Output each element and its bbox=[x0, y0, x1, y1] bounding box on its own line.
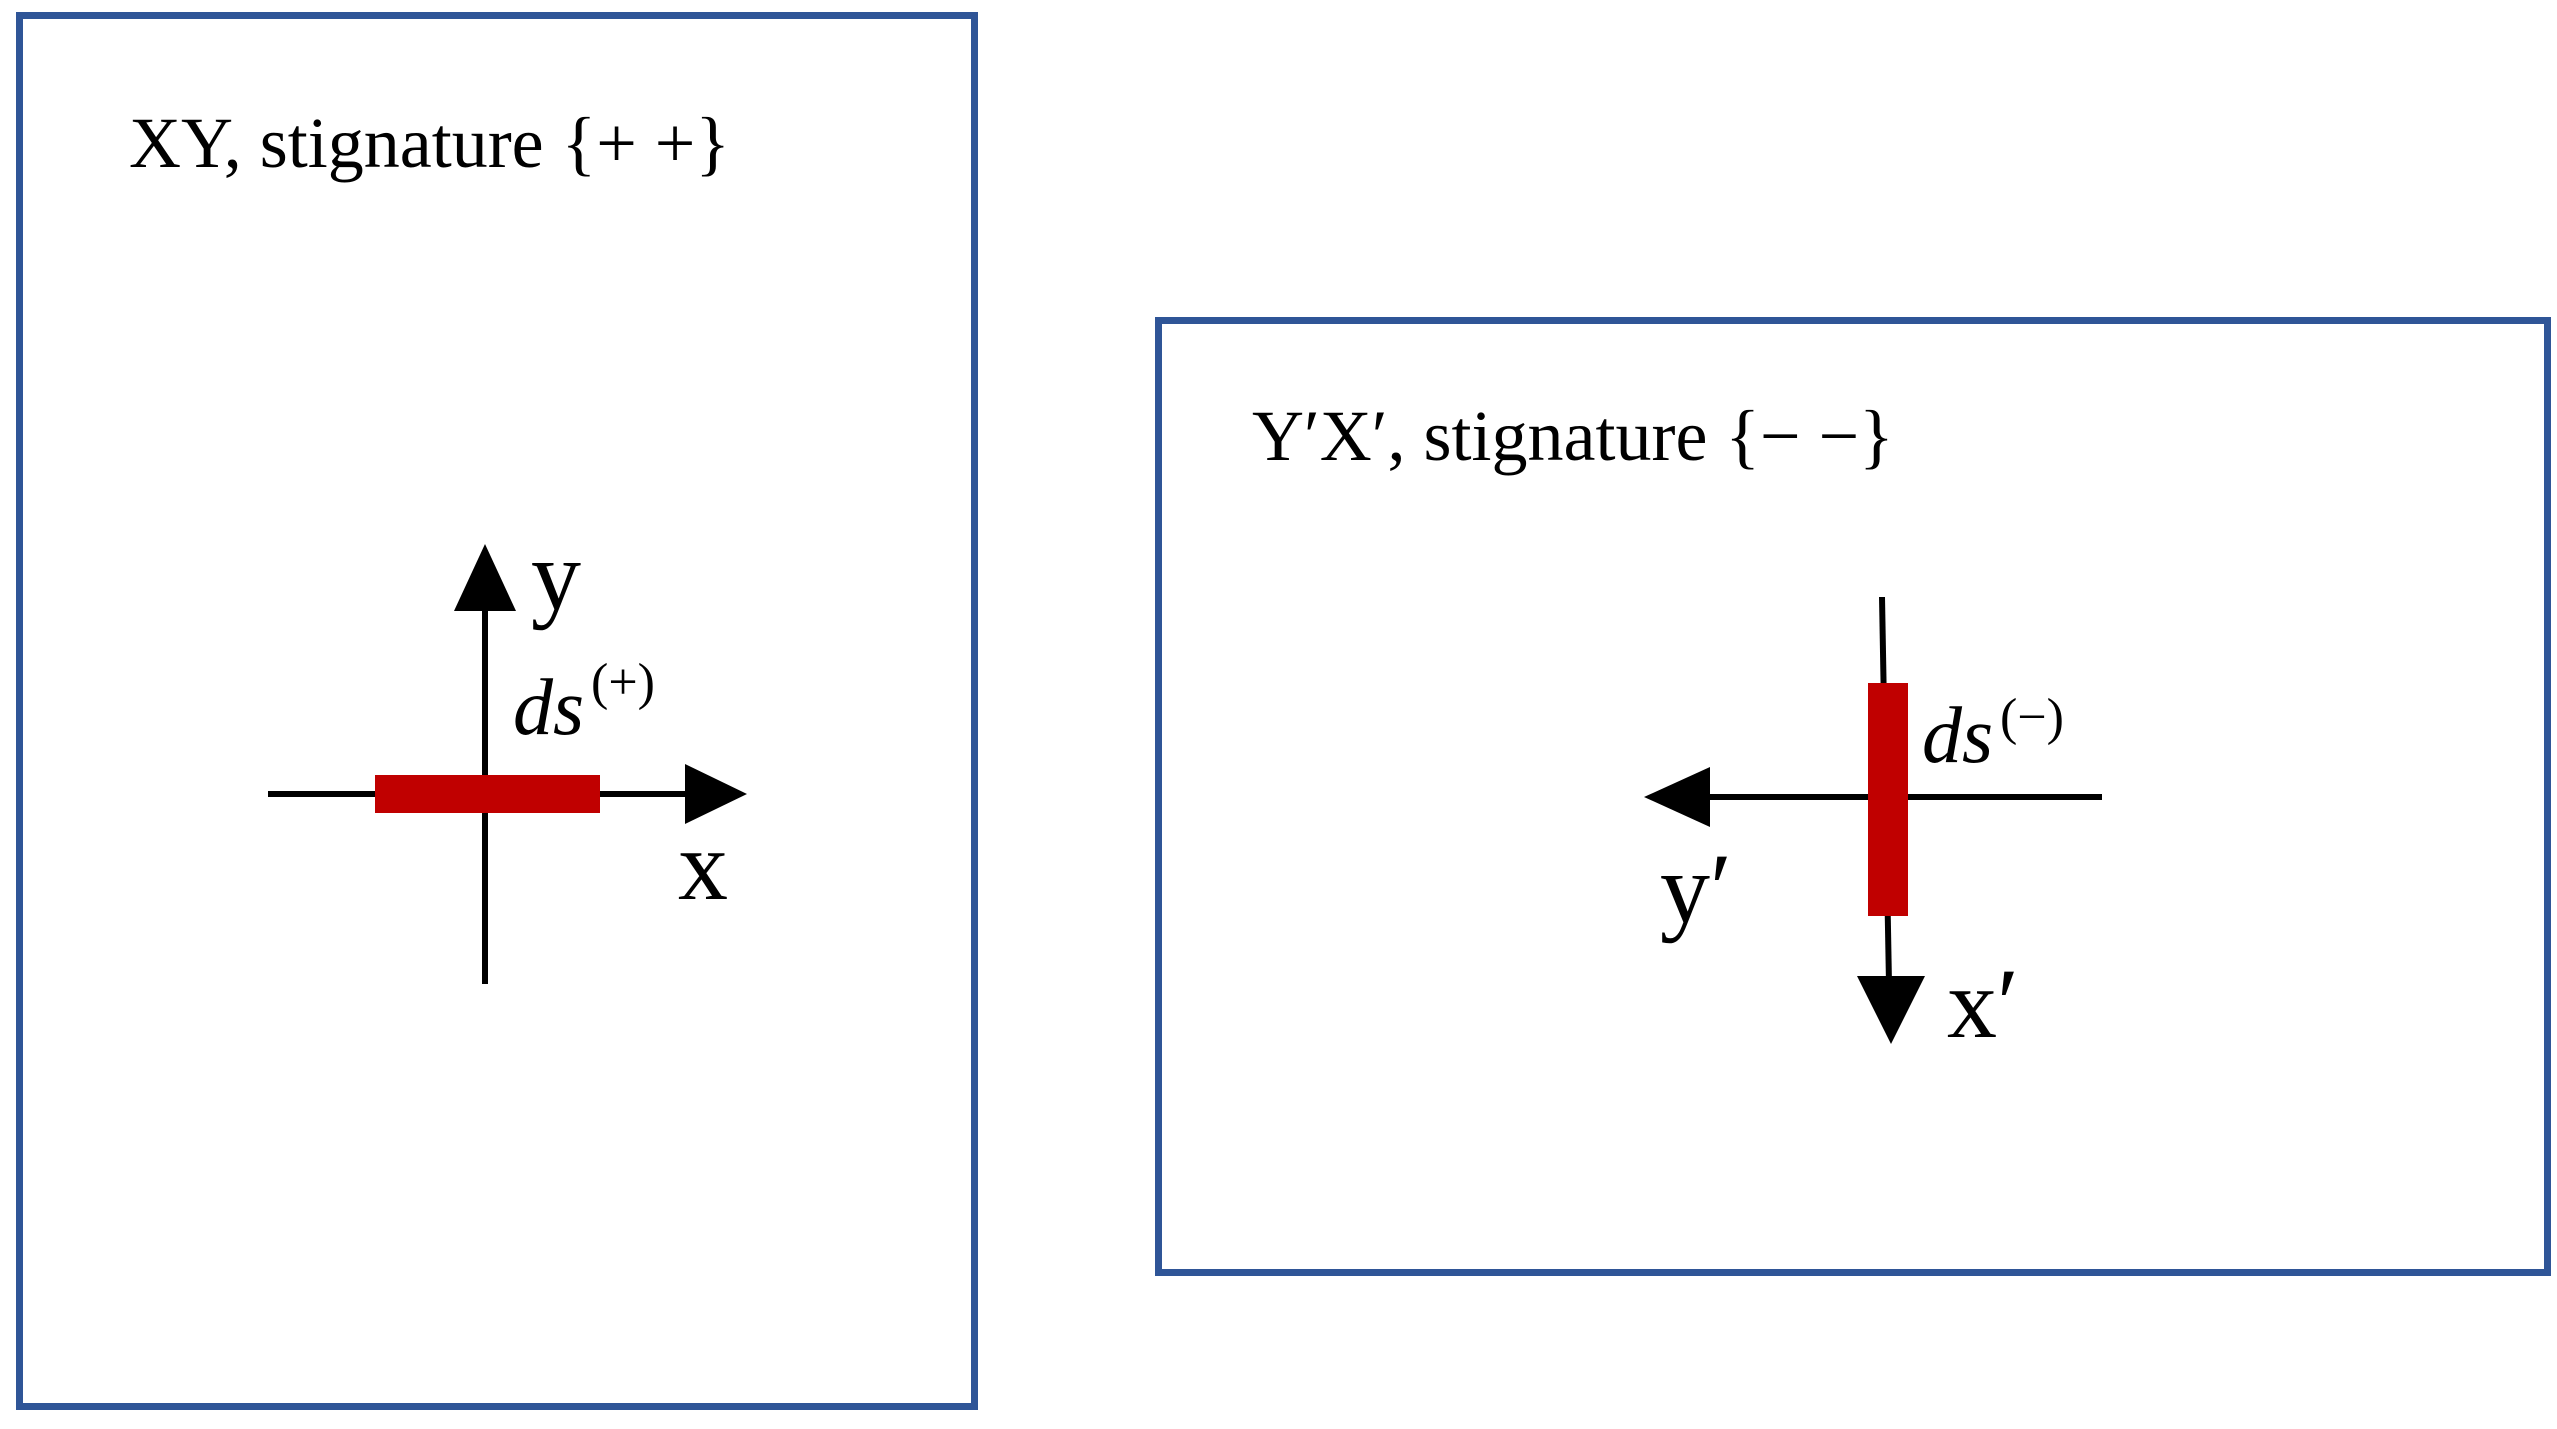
ds-minus-segment bbox=[1868, 683, 1908, 916]
panel-title-xy: XY, stignature {+ +} bbox=[129, 103, 730, 183]
ds-plus-superscript: (+) bbox=[591, 654, 655, 711]
ds-minus-label: ds bbox=[1922, 692, 1993, 780]
ds-plus-label: ds bbox=[513, 664, 584, 752]
panel-xy: XY, stignature {+ +} y x ds (+) bbox=[16, 12, 978, 1410]
y-prime-axis-arrowhead bbox=[1644, 767, 1710, 827]
y-axis-arrowhead bbox=[454, 544, 516, 611]
panel-title-yx-prime: Y′X′, stignature {− −} bbox=[1252, 396, 1894, 476]
x-axis-label: x bbox=[678, 810, 728, 921]
panel-yx-prime: Y′X′, stignature {− −} y′ x′ ds (−) bbox=[1155, 317, 2551, 1276]
ds-plus-segment bbox=[375, 775, 600, 813]
xy-frame-diagram: y x ds (+) bbox=[268, 520, 747, 984]
y-axis-label: y bbox=[531, 520, 581, 631]
x-prime-axis-label: x′ bbox=[1947, 948, 2019, 1059]
y-prime-axis-label: y′ bbox=[1660, 833, 1732, 944]
x-axis-arrowhead bbox=[685, 764, 747, 824]
ds-minus-superscript: (−) bbox=[2000, 689, 2064, 746]
yx-prime-frame-diagram: y′ x′ ds (−) bbox=[1644, 596, 2102, 1059]
x-prime-axis-arrowhead bbox=[1857, 976, 1925, 1044]
